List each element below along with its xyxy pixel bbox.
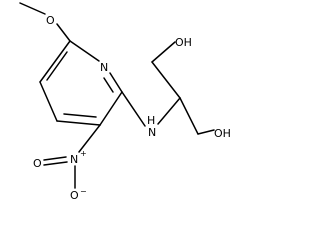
ring-bond-c6-c5-inner [46,51,68,81]
bond-o-c6 [56,23,71,42]
charge-minus: − [80,187,87,196]
bond-ch2-oh-top [151,41,176,63]
ring-bond-c4-c3 [56,120,101,126]
bond-nitro-o-left-double [43,161,68,166]
ring-bond-c2-n [109,72,123,93]
atom-n-amine: N [148,126,156,139]
bond-ch-ch2-top [151,61,181,99]
atom-o-methoxy: O [46,14,55,27]
atom-oh-right: OH [214,127,231,140]
chemical-structure: O N H N OH OH N + O O − [19,2,231,202]
bond-methyl-o [19,2,46,15]
ring-bond-c2-n-inner [103,77,114,93]
atom-n-nitro: N [70,153,78,166]
bond-c2-nh [121,91,146,127]
atom-oh-top: OH [175,36,192,49]
atom-h-amine: H [147,114,155,127]
ring-bond-c6-c5 [39,40,71,83]
bond-ch-ch2-right [179,97,199,135]
ring-bond-c4-c3-inner [63,113,97,118]
charge-plus: + [80,149,87,158]
bond-nh-ch [157,97,181,125]
bond-ch2-oh-right [197,129,215,135]
bond-nitro-o-left [43,156,67,161]
atom-o-nitro-left: O [33,157,42,170]
ring-bond-c5-c4 [39,81,58,122]
ring-bond-c3-c2 [99,91,123,126]
atom-o-nitro-down: O [70,189,79,202]
ring-bond-n-c6 [69,40,100,62]
atom-n-ring: N [100,61,108,74]
bond-c3-nitro [78,124,101,153]
